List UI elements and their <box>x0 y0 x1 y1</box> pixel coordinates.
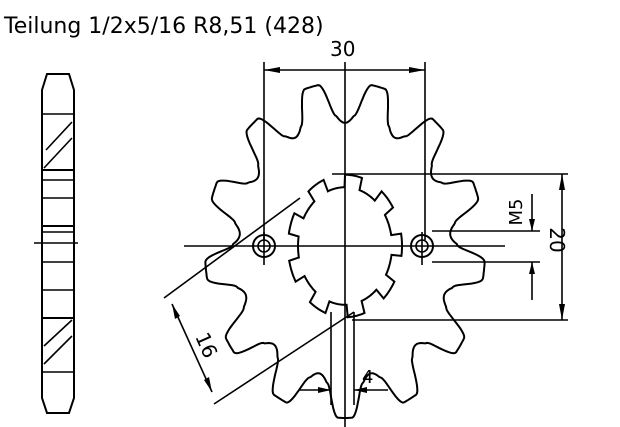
dimension-30-label: 30 <box>330 37 355 61</box>
centerlines <box>184 62 505 427</box>
dimension-30: 30 <box>263 37 426 240</box>
dimension-20-label: 20 <box>545 227 569 252</box>
dimension-4: 4 <box>300 312 388 405</box>
dimension-m5: M5 <box>432 194 540 300</box>
dimension-m5-label: M5 <box>506 199 527 226</box>
sprocket-outline <box>204 84 486 419</box>
bolt-hole-right <box>410 232 434 265</box>
side-view <box>34 73 78 414</box>
drawing-title: Teilung 1/2x5/16 R8,51 (428) <box>3 14 324 39</box>
dimension-16: 16 <box>163 197 355 405</box>
dimension-20: 20 <box>332 173 569 321</box>
dimension-4-label: 4 <box>362 367 373 388</box>
